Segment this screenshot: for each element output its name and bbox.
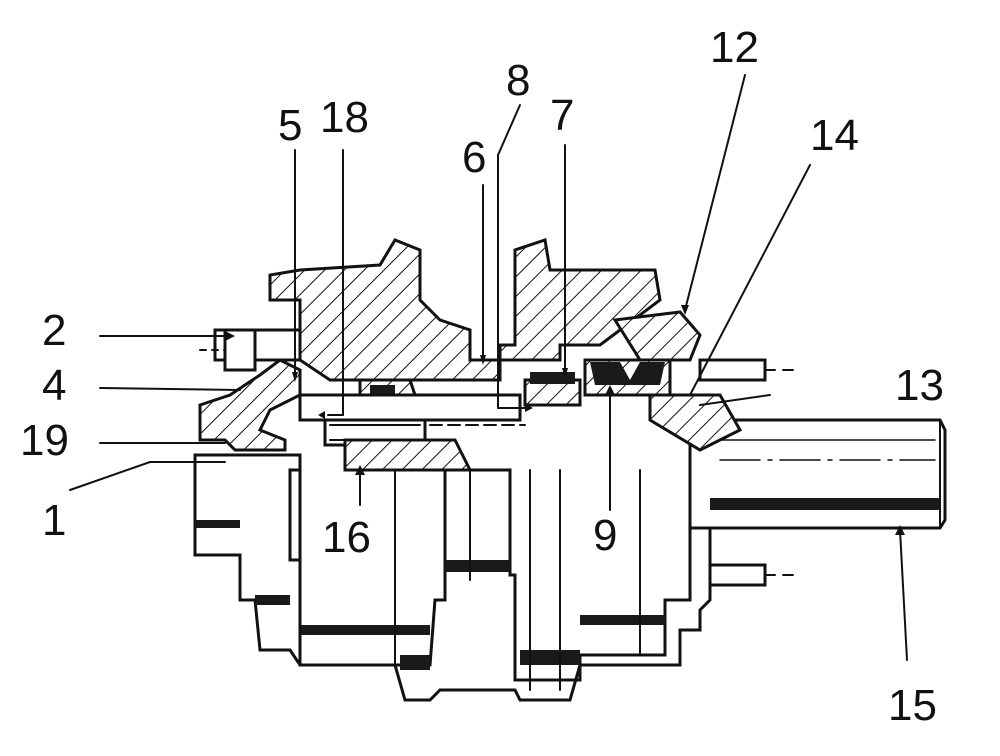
crankcase-housing [268,238,662,382]
callout-16: 16 [322,513,371,562]
stud-right-upper [698,358,801,382]
leader-14 [689,164,811,396]
callout-18: 18 [320,93,369,142]
leader-4 [99,387,241,391]
callout-19: 19 [20,416,69,465]
callout-6: 6 [462,133,486,182]
callout-7: 7 [550,91,574,140]
callout-9: 9 [593,511,617,560]
leader-13 [699,394,771,406]
callout-4: 4 [42,361,66,410]
callout-1: 1 [42,496,66,545]
callout-2: 2 [42,306,66,355]
callout-14: 14 [810,111,859,160]
arrowheads [225,305,905,535]
callout-15: 15 [888,681,937,730]
callout-5: 5 [278,101,302,150]
crankshaft [193,453,712,702]
callout-13: 13 [895,361,944,410]
shaft-upper-section [298,393,526,472]
leader-8-a [497,104,521,156]
output-shaft [688,418,947,530]
leader-1-a [69,461,151,491]
callout-labels: 2 4 19 1 5 18 6 8 7 12 14 13 9 16 15 [20,23,944,730]
stud-right-lower [698,563,801,587]
callout-8: 8 [506,56,530,105]
leader-15 [899,529,908,661]
callout-12: 12 [710,23,759,72]
leader-lines [69,74,908,661]
main-bearing [523,310,743,452]
leader-12 [684,74,746,311]
